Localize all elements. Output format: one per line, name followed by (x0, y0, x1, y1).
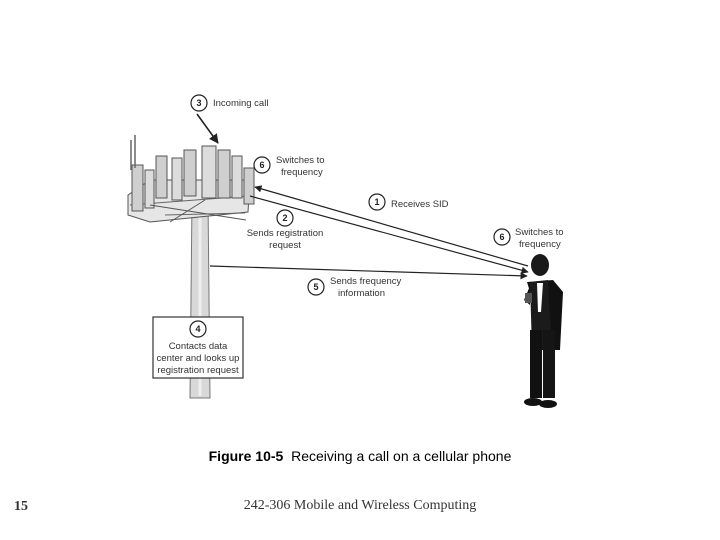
arrow-step-1 (254, 185, 529, 267)
signal-arrows (196, 113, 529, 280)
arrow-step-3 (196, 113, 219, 144)
step-2-label-line1: Sends registration (247, 228, 324, 239)
figure-caption: Figure 10-5 Receiving a call on a cellul… (0, 448, 720, 464)
step-1-number: 1 (374, 197, 379, 207)
step-5-label-line2: information (338, 288, 385, 299)
step-6-number: 6 (259, 160, 264, 170)
step-6-phone-number: 6 (499, 232, 504, 242)
step-4: 4 Contacts data center and looks up regi… (152, 316, 244, 379)
step-2-label-line2: request (269, 240, 301, 251)
page-number: 15 (14, 499, 28, 514)
step-5-number: 5 (313, 282, 318, 292)
step-6-phone-label-line2: frequency (519, 239, 561, 250)
step-1-label: Receives SID (391, 199, 449, 210)
step-4-label-line3: registration request (157, 365, 239, 376)
arrow-step-2 (249, 195, 529, 274)
step-4-label-line1: Contacts data (169, 341, 228, 352)
step-6-label-line1: Switches to (276, 155, 325, 166)
step-4-label-line2: center and looks up (157, 353, 240, 364)
person-with-phone (524, 254, 563, 408)
step-2-number: 2 (282, 213, 287, 223)
arrow-step-5 (209, 265, 528, 280)
step-3-number: 3 (196, 98, 201, 108)
step-1: 1 Receives SID (368, 193, 449, 211)
course-title: 242-306 Mobile and Wireless Computing (243, 498, 477, 513)
step-6-tower: 6 Switches to frequency (253, 155, 325, 178)
step-3: 3 Incoming call (190, 94, 268, 112)
step-6-label-line2: frequency (281, 167, 323, 178)
step-2: 2 Sends registration request (247, 209, 324, 251)
step-5: 5 Sends frequency information (307, 276, 402, 299)
step-6-phone: 6 Switches to frequency (493, 227, 564, 250)
step-6-phone-label-line1: Switches to (515, 227, 564, 238)
figure-text: Receiving a call on a cellular phone (291, 448, 512, 464)
step-4-number: 4 (195, 324, 200, 334)
step-5-label-line1: Sends frequency (330, 276, 402, 287)
figure-number: Figure 10-5 (208, 448, 284, 464)
step-3-label: Incoming call (213, 98, 268, 109)
